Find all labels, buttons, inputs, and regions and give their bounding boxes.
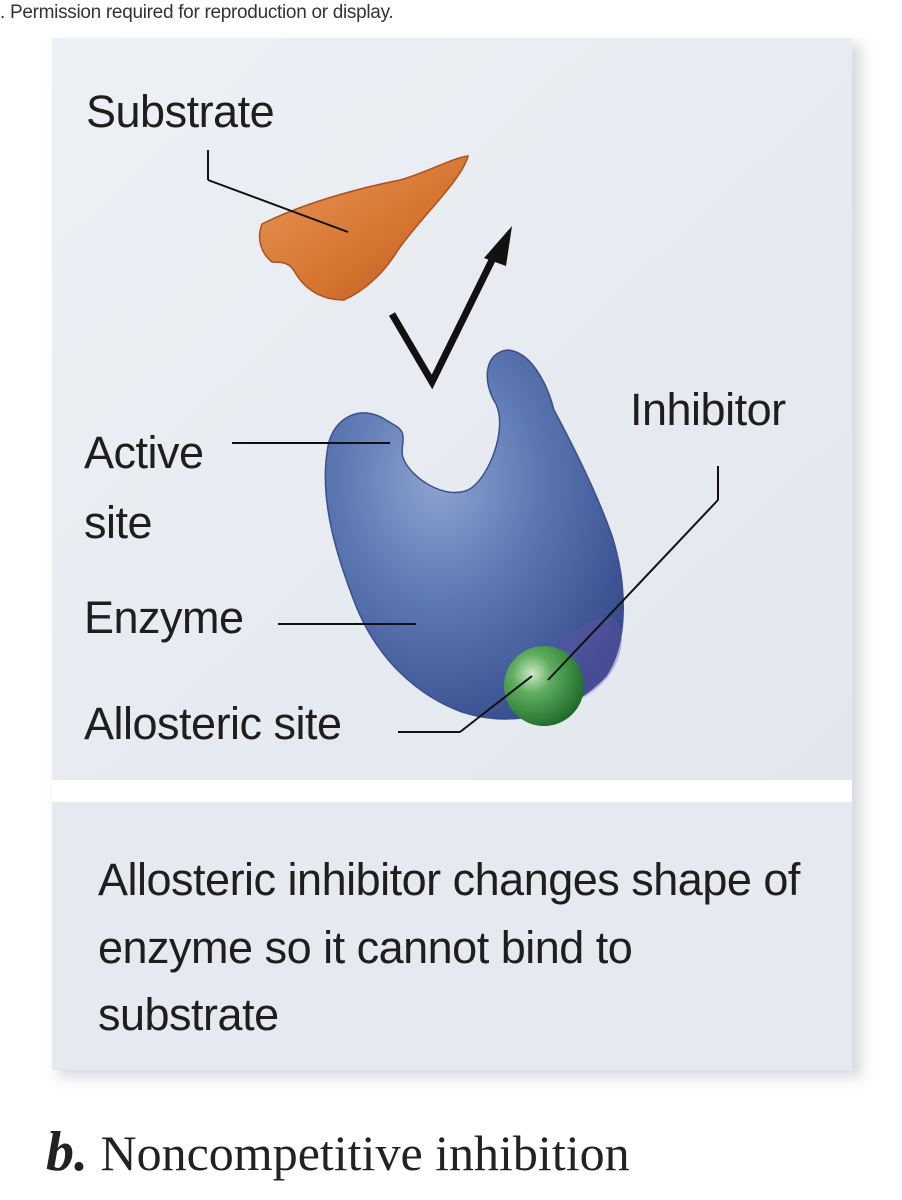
substrate-leader-diag (207, 179, 349, 233)
arrowhead (484, 226, 512, 266)
label-enzyme: Enzyme (84, 592, 244, 643)
label-active-site: Active site (84, 427, 204, 548)
substrate-shape (258, 155, 469, 301)
label-substrate: Substrate (86, 86, 275, 137)
allosteric-leader-diag (459, 675, 533, 733)
panel-divider (52, 780, 852, 802)
figure-letter: b. (46, 1121, 88, 1183)
inhibitor-leader-diag (547, 499, 719, 681)
figure-title: b. Noncompetitive inhibition (46, 1120, 630, 1184)
label-allosteric-site: Allosteric site (84, 698, 342, 749)
figure-title-text: Noncompetitive inhibition (100, 1125, 630, 1181)
label-inhibitor: Inhibitor (630, 384, 786, 435)
permission-notice: . Permission required for reproduction o… (0, 2, 394, 23)
enzyme-shape (324, 349, 624, 720)
rejection-arrow (388, 246, 502, 390)
caption-panel (52, 802, 852, 1070)
inhibitor-sphere (504, 646, 584, 726)
caption-text: Allosteric inhibitor changes shape of en… (98, 854, 800, 1040)
